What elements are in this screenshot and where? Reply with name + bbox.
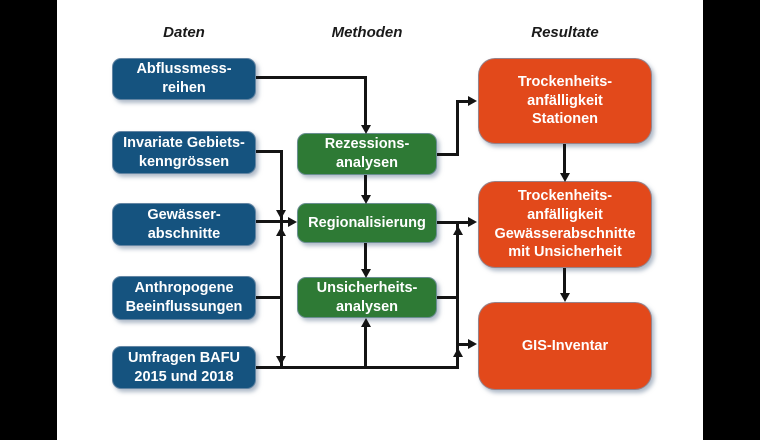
data-box-gewaesserabschnitte-label: Gewässer- abschnitte: [147, 206, 221, 242]
result-box-trockenheitsanfaelligkeit-stationen-label: Trockenheits- anfälligkeit Stationen: [517, 73, 613, 128]
arrowhead-into-unsicherheit-bottom: [361, 318, 371, 327]
connector-left-bus-v: [280, 150, 283, 368]
data-box-anthropogene-beeinflussungen: Anthropogene Beeinflussungen: [112, 276, 256, 320]
letterbox-left: [0, 0, 57, 440]
arrowhead-into-rezessionsanalysen: [361, 125, 371, 134]
column-header-daten: Daten: [112, 22, 256, 42]
method-box-rezessionsanalysen-label: Rezessions- analysen: [324, 136, 410, 171]
connector-regionalisierung-to-unsicherheit-v: [364, 243, 367, 269]
method-box-rezessionsanalysen: Rezessions- analysen: [297, 133, 437, 175]
letterbox-right: [703, 0, 760, 440]
method-box-regionalisierung-label: Regionalisierung: [308, 214, 426, 231]
arrowhead-into-gis-left: [468, 339, 477, 349]
arrowhead-leftbus-up-merge: [276, 227, 286, 236]
method-box-regionalisierung: Regionalisierung: [297, 203, 437, 243]
arrowhead-into-gewaesserresult-top: [560, 173, 570, 182]
arrowhead-into-stationen: [468, 96, 477, 106]
connector-regionalisierung-to-result-h: [437, 221, 470, 224]
connector-bottom-bus-h: [256, 366, 459, 369]
result-box-trockenheitsanfaelligkeit-gewaesserabschnitte-label: Trockenheits- anfälligkeit Gewässerabsch…: [494, 187, 636, 261]
result-box-trockenheitsanfaelligkeit-stationen: Trockenheits- anfälligkeit Stationen: [478, 58, 652, 144]
arrowhead-rightbus-up-top: [453, 226, 463, 235]
connector-invariate-out-h: [256, 150, 283, 153]
connector-bus-to-unsicherheit-v: [364, 327, 367, 368]
arrowhead-into-regionalisierung-top: [361, 195, 371, 204]
connector-rezession-out-h: [437, 153, 459, 156]
data-box-abflussmessreihen: Abflussmess- reihen: [112, 58, 256, 100]
result-box-trockenheitsanfaelligkeit-gewaesserabschnitte: Trockenheits- anfälligkeit Gewässerabsch…: [478, 181, 652, 268]
data-box-abflussmessreihen-label: Abflussmess- reihen: [136, 61, 232, 96]
connector-unsicherheit-out-h: [437, 296, 459, 299]
column-header-methoden: Methoden: [297, 22, 437, 42]
connector-right-bus-v: [456, 222, 459, 368]
column-header-methoden-label: Methoden: [331, 23, 403, 41]
connector-stationen-in-h: [456, 100, 470, 103]
connector-gewaesser-to-regionalisierung-h: [256, 220, 288, 223]
data-box-invariate-gebietskenngroessen: Invariate Gebiets- kenngrössen: [112, 131, 256, 174]
column-header-daten-label: Daten: [163, 23, 205, 41]
data-box-anthropogene-beeinflussungen-label: Anthropogene Beeinflussungen: [125, 280, 243, 315]
connector-abfluss-to-rezession-v: [364, 76, 367, 126]
data-box-invariate-gebietskenngroessen-label: Invariate Gebiets- kenngrössen: [123, 134, 245, 170]
data-box-umfragen-bafu: Umfragen BAFU 2015 und 2018: [112, 346, 256, 389]
connector-gis-in-h: [456, 343, 470, 346]
connector-anthropogene-out-h: [256, 296, 283, 299]
result-box-gis-inventar-label: GIS-Inventar: [521, 337, 609, 354]
arrowhead-into-unsicherheit-top: [361, 269, 371, 278]
arrowhead-into-gewaesserresult-left: [468, 217, 477, 227]
arrowhead-into-gis-top: [560, 293, 570, 302]
data-box-umfragen-bafu-label: Umfragen BAFU 2015 und 2018: [128, 349, 240, 385]
method-box-unsicherheitsanalysen: Unsicherheits- analysen: [297, 277, 437, 318]
connector-rezession-to-stationen-v: [456, 100, 459, 155]
result-box-gis-inventar: GIS-Inventar: [478, 302, 652, 390]
arrowhead-leftbus-into-bottom-bus: [276, 356, 286, 365]
connector-abfluss-to-rezession-h: [256, 76, 367, 79]
column-header-resultate: Resultate: [478, 22, 652, 42]
arrowhead-rightbus-up-gis: [453, 348, 463, 357]
data-box-gewaesserabschnitte: Gewässer- abschnitte: [112, 203, 256, 246]
connector-stationen-to-gewaesserresult-v: [563, 144, 566, 174]
connector-rezession-to-regionalisierung-v: [364, 175, 367, 195]
arrowhead-leftbus-down-merge: [276, 210, 286, 219]
method-box-unsicherheitsanalysen-label: Unsicherheits- analysen: [316, 279, 418, 315]
column-header-resultate-label: Resultate: [531, 23, 599, 41]
arrowhead-into-regionalisierung-left: [288, 217, 297, 227]
connector-gewaesserresult-to-gis-v: [563, 268, 566, 294]
